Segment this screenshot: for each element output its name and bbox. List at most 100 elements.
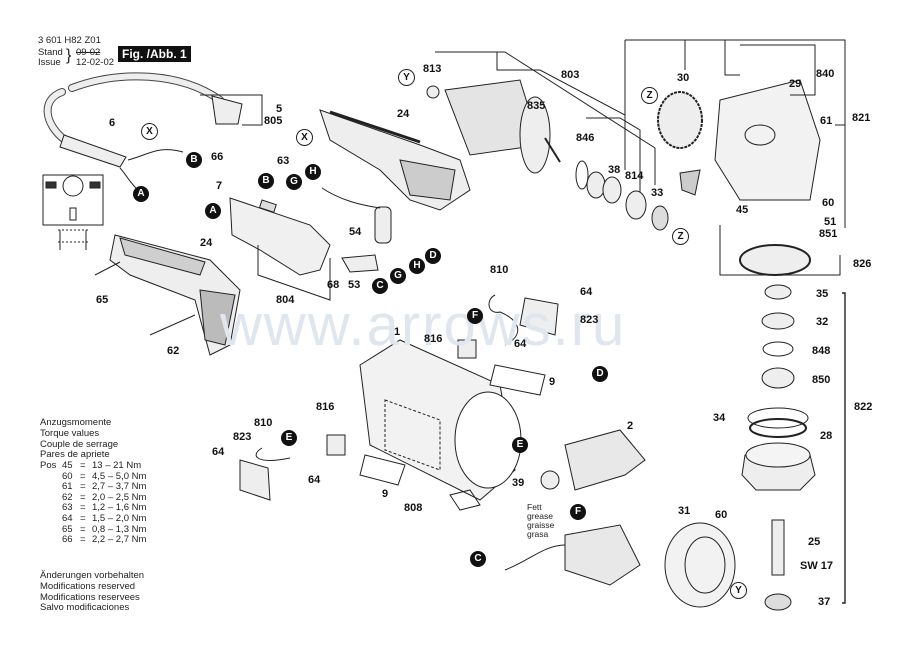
- part-label-63[interactable]: 63: [277, 155, 290, 167]
- part-label-816-left[interactable]: 816: [316, 401, 335, 413]
- torque-value: 2,2 – 2,7 Nm: [92, 534, 147, 546]
- part-label-848[interactable]: 848: [812, 345, 831, 357]
- field-coil-2: [564, 429, 646, 491]
- connector-z-gear[interactable]: Z: [641, 87, 658, 104]
- connector-a-switch[interactable]: A: [205, 203, 221, 219]
- part-label-25[interactable]: 25: [808, 536, 821, 548]
- wiring-schematic: [42, 174, 104, 250]
- torque-heading-es: Pares de apriete: [40, 449, 110, 460]
- part-label-851[interactable]: 851: [819, 228, 838, 240]
- connector-b-cord[interactable]: B: [186, 152, 202, 168]
- part-label-28[interactable]: 28: [820, 430, 833, 442]
- connector-e-brush[interactable]: E: [281, 430, 297, 446]
- part-label-51[interactable]: 51: [824, 216, 837, 228]
- part-number: 3 601 H82 Z01: [38, 35, 101, 46]
- connector-y-baffle[interactable]: Y: [730, 582, 747, 599]
- connector-x-cord[interactable]: X: [141, 123, 158, 140]
- connector-y-bearing[interactable]: Y: [398, 69, 415, 86]
- part-label-37[interactable]: 37: [818, 596, 831, 608]
- part-label-2[interactable]: 2: [627, 420, 634, 432]
- part-label-64-lower[interactable]: 64: [308, 474, 321, 486]
- part-label-45[interactable]: 45: [736, 204, 749, 216]
- torque-value: 0,8 – 1,3 Nm: [92, 523, 147, 535]
- part-label-5[interactable]: 5: [276, 103, 283, 115]
- connector-f-brush[interactable]: F: [467, 308, 483, 324]
- part-label-814[interactable]: 814: [625, 170, 644, 182]
- part-label-7[interactable]: 7: [216, 180, 223, 192]
- connector-z-bearing[interactable]: Z: [672, 228, 689, 245]
- part-label-sw17[interactable]: SW 17: [800, 560, 834, 572]
- connector-h-capacitor[interactable]: H: [305, 164, 321, 180]
- part-label-60-spindle[interactable]: 60: [715, 509, 728, 521]
- connector-e-coil[interactable]: E: [512, 437, 528, 453]
- part-label-9-bottom[interactable]: 9: [382, 488, 389, 500]
- part-label-846[interactable]: 846: [576, 132, 595, 144]
- grease-note-es: grasa: [527, 529, 549, 539]
- part-label-66[interactable]: 66: [211, 151, 224, 163]
- connector-b-switch[interactable]: B: [258, 173, 274, 189]
- part-label-34[interactable]: 34: [713, 412, 726, 424]
- part-label-35[interactable]: 35: [816, 288, 829, 300]
- connector-c-switch[interactable]: C: [372, 278, 388, 294]
- connector-d-coil[interactable]: D: [592, 366, 608, 382]
- part-label-808[interactable]: 808: [404, 502, 423, 514]
- part-label-24-handle[interactable]: 24: [397, 108, 410, 120]
- connector-g-connector[interactable]: G: [390, 268, 406, 284]
- part-label-29[interactable]: 29: [789, 78, 802, 90]
- issue-date: 12-02-02: [76, 57, 115, 68]
- part-label-39[interactable]: 39: [512, 477, 525, 489]
- part-label-38[interactable]: 38: [608, 164, 621, 176]
- part-label-61[interactable]: 61: [820, 115, 833, 127]
- torque-pos: 63: [62, 502, 73, 514]
- part-label-810-left[interactable]: 810: [254, 417, 273, 429]
- part-label-54[interactable]: 54: [349, 226, 362, 238]
- torque-pos: 65: [62, 523, 73, 535]
- part-label-804[interactable]: 804: [276, 294, 295, 306]
- torque-value: 13 – 21 Nm: [92, 460, 142, 471]
- part-label-31[interactable]: 31: [678, 505, 691, 517]
- part-label-62[interactable]: 62: [167, 345, 180, 357]
- part-label-840[interactable]: 840: [816, 68, 835, 80]
- connector-d-switch[interactable]: D: [425, 248, 441, 264]
- part-label-813[interactable]: 813: [423, 63, 442, 75]
- torque-equals: =: [80, 481, 86, 493]
- part-label-816-top[interactable]: 816: [424, 333, 443, 345]
- connector-g-capacitor[interactable]: G: [286, 174, 302, 190]
- part-label-835[interactable]: 835: [527, 100, 546, 112]
- part-label-60-housing[interactable]: 60: [822, 197, 835, 209]
- part-label-64-left[interactable]: 64: [212, 446, 225, 458]
- part-label-803[interactable]: 803: [561, 69, 580, 81]
- part-label-823-left[interactable]: 823: [233, 431, 252, 443]
- torque-equals: =: [80, 460, 86, 471]
- torque-value: 1,5 – 2,0 Nm: [92, 513, 147, 524]
- connector-c-coil[interactable]: C: [470, 551, 486, 567]
- part-label-1[interactable]: 1: [394, 326, 401, 338]
- part-label-64-mid[interactable]: 64: [514, 338, 527, 350]
- part-label-30[interactable]: 30: [677, 72, 690, 84]
- grease-note-de: Fett: [527, 502, 542, 512]
- field-coil-f: [564, 524, 641, 586]
- part-label-68[interactable]: 68: [327, 279, 340, 291]
- connector-a-cord[interactable]: A: [133, 186, 149, 202]
- part-label-32[interactable]: 32: [816, 316, 829, 328]
- part-label-826[interactable]: 826: [853, 258, 872, 270]
- connector-h-connector[interactable]: H: [409, 258, 425, 274]
- part-label-823-top[interactable]: 823: [580, 314, 599, 326]
- figure-label: Fig. /Abb. 1: [118, 46, 191, 62]
- connector-x-handle[interactable]: X: [296, 129, 313, 146]
- part-label-805[interactable]: 805: [264, 115, 283, 127]
- part-label-53[interactable]: 53: [348, 279, 361, 291]
- connector-f-coil[interactable]: F: [570, 504, 586, 520]
- part-label-810-top[interactable]: 810: [490, 264, 509, 276]
- part-label-821[interactable]: 821: [852, 112, 871, 124]
- part-label-33[interactable]: 33: [651, 187, 664, 199]
- grease-note-en: grease: [527, 511, 553, 521]
- part-label-850[interactable]: 850: [812, 374, 831, 386]
- part-label-65[interactable]: 65: [96, 294, 109, 306]
- part-label-24-rear-handle[interactable]: 24: [200, 237, 213, 249]
- torque-pos: 45: [62, 460, 73, 471]
- part-label-6[interactable]: 6: [109, 117, 116, 129]
- part-label-9-top[interactable]: 9: [549, 376, 556, 388]
- part-label-822[interactable]: 822: [854, 401, 873, 413]
- part-label-64-top[interactable]: 64: [580, 286, 593, 298]
